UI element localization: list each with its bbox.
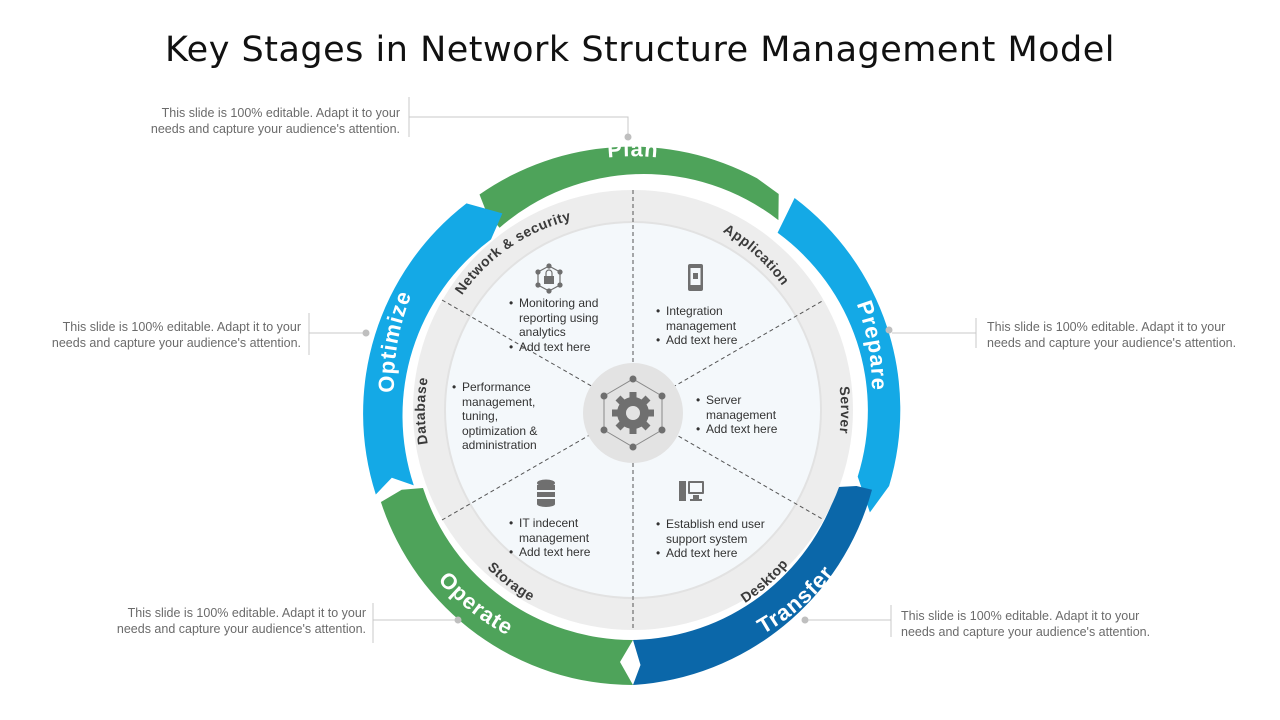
network-lock-icon: [535, 263, 563, 294]
segment-text-application: Integration management Add text here: [656, 304, 761, 348]
note-bottom-right: This slide is 100% editable. Adapt it to…: [901, 609, 1151, 639]
operate-arrow: [380, 488, 633, 685]
gear-network-icon: [600, 375, 666, 451]
segment-text-desktop: Establish end user support system Add te…: [656, 517, 768, 561]
list-item: Establish end user support system: [656, 517, 768, 546]
note-top-left: This slide is 100% editable. Adapt it to…: [150, 106, 400, 136]
note-mid-right: This slide is 100% editable. Adapt it to…: [987, 320, 1237, 350]
mobile-phone-icon: [688, 264, 703, 291]
list-item: Performance management, tuning, optimiza…: [452, 380, 552, 453]
list-item: Add text here: [656, 333, 761, 348]
segment-text-server: Server management Add text here: [696, 393, 801, 437]
leader-dots: [362, 133, 893, 624]
transfer-arrow: [633, 486, 872, 685]
list-item: Integration management: [656, 304, 761, 333]
segment-text-database: Performance management, tuning, optimiza…: [452, 380, 552, 453]
page-title: Key Stages in Network Structure Manageme…: [164, 30, 1116, 70]
list-item: Add text here: [509, 545, 614, 560]
leader-lines: [308, 97, 977, 643]
list-item: IT indecent management: [509, 516, 614, 545]
list-item: Add text here: [509, 340, 614, 355]
list-item: Monitoring and reporting using analytics: [509, 296, 614, 340]
list-item: Server management: [696, 393, 801, 422]
database-icon: [537, 479, 555, 507]
note-mid-left: This slide is 100% editable. Adapt it to…: [51, 320, 301, 350]
segment-text-storage: IT indecent management Add text here: [509, 516, 614, 560]
stage-label-plan: Plan: [606, 136, 659, 162]
prepare-arrow: [777, 198, 901, 513]
plan-arrow: [479, 146, 779, 228]
list-item: Add text here: [656, 546, 768, 561]
desktop-computer-icon: [679, 481, 704, 501]
segment-text-network-security: Monitoring and reporting using analytics…: [509, 296, 614, 354]
list-item: Add text here: [696, 422, 801, 437]
note-bottom-left: This slide is 100% editable. Adapt it to…: [116, 606, 366, 636]
segment-label-server: Server: [836, 385, 853, 434]
optimize-arrow: [363, 203, 503, 495]
